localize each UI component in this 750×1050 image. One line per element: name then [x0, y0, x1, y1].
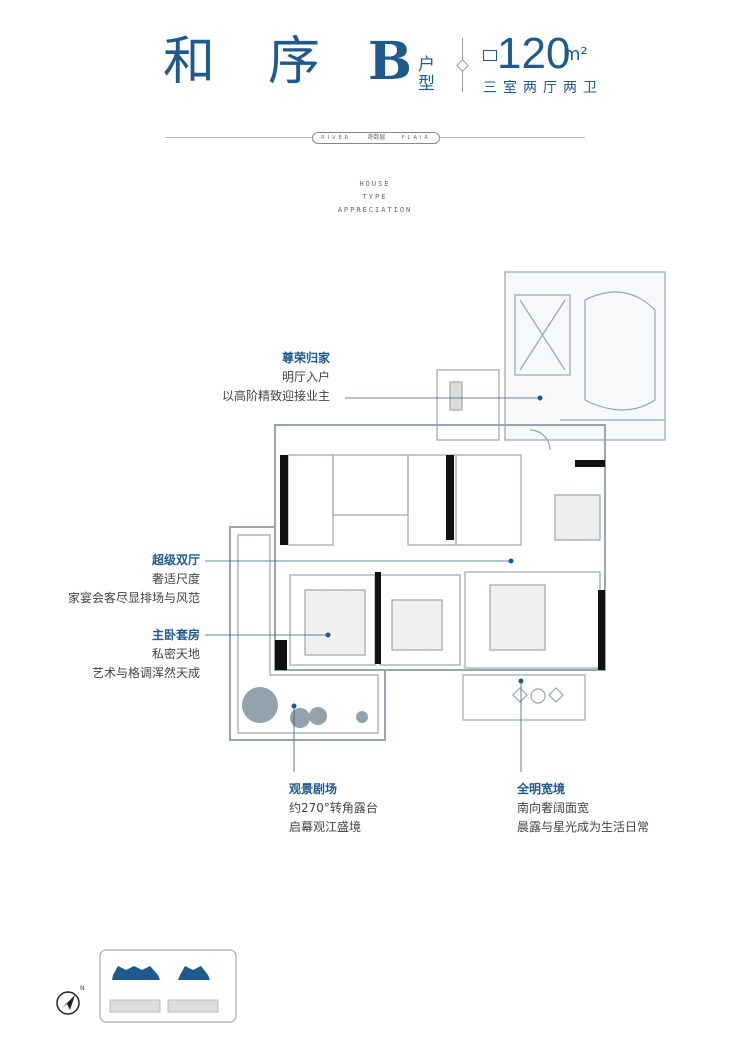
callout-line: 奢适尺度	[151, 572, 200, 586]
title-char-1: 和	[163, 32, 216, 92]
callout-dot	[537, 395, 543, 401]
kitchen	[455, 454, 522, 546]
building-highlight	[178, 966, 210, 980]
callout-entry: 尊荣归家 明厅入户 以高阶精致迎接业主	[180, 349, 330, 406]
callout-line: 家宴会客尽显排场与风范	[67, 591, 200, 605]
callout-title: 尊荣归家	[281, 351, 330, 365]
building-highlight	[112, 966, 160, 980]
layout-summary: 三室两厅两卫	[483, 80, 603, 96]
landscape-plants	[242, 687, 368, 728]
callout-line: 启幕观江盛境	[289, 820, 362, 834]
callout-dot	[325, 632, 331, 638]
master-rug	[304, 589, 366, 656]
compass-label: N	[80, 985, 85, 992]
equipment-platform	[436, 369, 500, 441]
section-label-3: APPRECIATION	[337, 206, 413, 214]
dining-table	[554, 494, 601, 541]
callout-title: 全明宽境	[517, 782, 566, 796]
title-char-2: 序	[268, 32, 321, 92]
callout-terrace: 观景剧场 约270°转角露台 启幕观江盛境	[289, 780, 469, 837]
callout-line: 艺术与格调浑然天成	[91, 666, 200, 680]
living-rug	[489, 584, 546, 651]
callout-title: 超级双厅	[151, 553, 200, 567]
area-icon	[483, 50, 497, 61]
callout-dot	[518, 678, 524, 684]
callout-dot	[508, 558, 514, 564]
bedroom-rug	[391, 599, 443, 651]
area-unit: m²	[563, 44, 588, 65]
callout-living: 超级双厅 奢适尺度 家宴会客尽显排场与风范	[40, 551, 200, 608]
brand-pill: RIVER 奇数层 FLAIR	[312, 132, 440, 144]
callout-south: 全明宽境 南向奢阔面宽 晨露与星光成为生活日常	[517, 780, 717, 837]
terrace	[229, 526, 386, 741]
callout-line: 私密天地	[151, 647, 200, 661]
balcony	[462, 674, 586, 721]
brand-left: RIVER	[321, 135, 352, 141]
key-plan	[99, 949, 237, 1023]
callout-title: 观景剧场	[289, 782, 338, 796]
study	[332, 454, 409, 516]
section-label-1: HOUSE	[359, 180, 391, 188]
type-suffix-1: 户	[418, 55, 435, 75]
area-value: 120	[497, 29, 571, 78]
callout-line: 以高阶精致迎接业主	[221, 389, 330, 403]
compass-north-arrow-icon	[56, 991, 80, 1015]
callout-line: 约270°转角露台	[289, 801, 378, 815]
callout-line: 晨露与星光成为生活日常	[517, 820, 650, 834]
type-suffix-2: 型	[418, 74, 435, 94]
stair	[584, 291, 656, 411]
type-letter: B	[368, 31, 412, 92]
callout-line: 明厅入户	[281, 370, 330, 384]
callout-dot	[291, 703, 297, 709]
brand-center: 奇数层	[367, 134, 386, 141]
section-label-2: TYPE	[362, 193, 388, 201]
brand-right: FLAIR	[401, 135, 431, 141]
callout-line: 南向奢阔面宽	[517, 801, 590, 815]
callout-title: 主卧套房	[151, 628, 200, 642]
elevator	[514, 294, 571, 376]
entry-door	[529, 429, 551, 451]
master-bath	[287, 454, 334, 546]
callout-master: 主卧套房 私密天地 艺术与格调浑然天成	[40, 626, 200, 683]
